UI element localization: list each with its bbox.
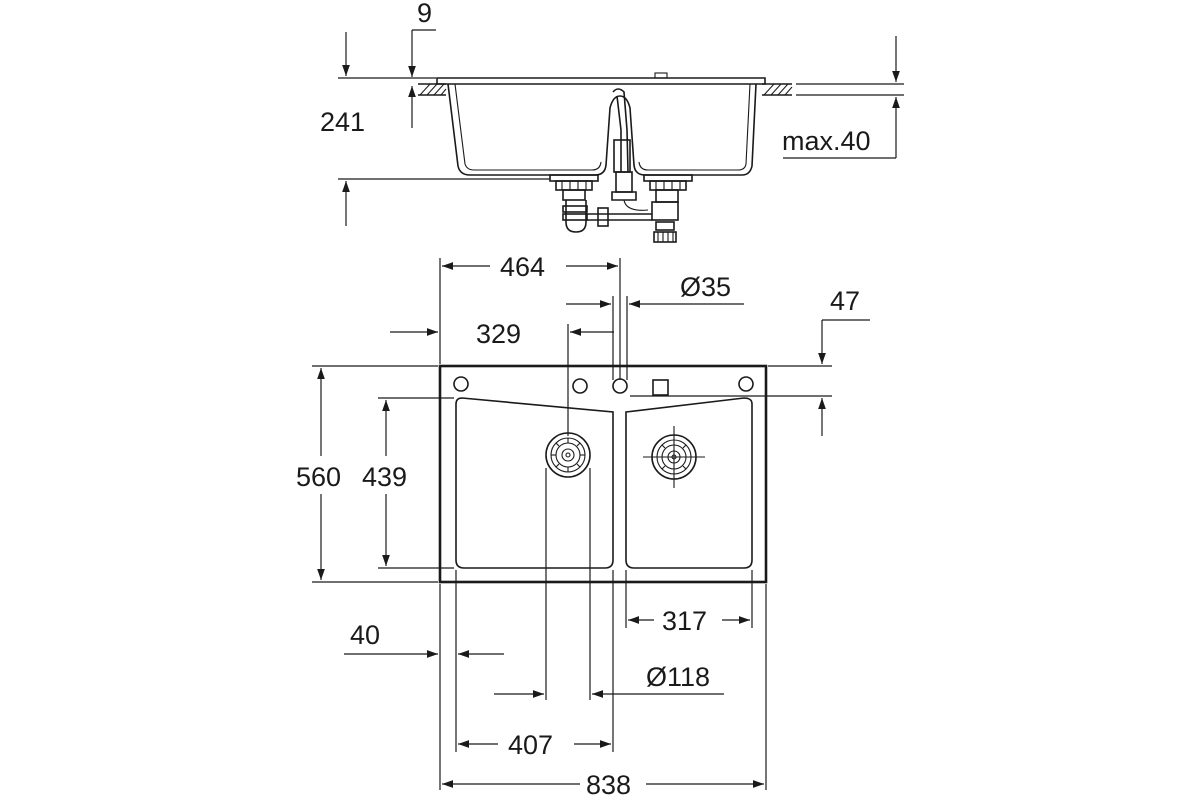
label-left-bowl-width: 407 [508, 730, 553, 760]
tap-hole-cap [654, 72, 668, 79]
right-drain-fitting [643, 174, 693, 243]
dimension-depth: 241 [320, 32, 550, 226]
connecting-pipe [586, 199, 652, 227]
sink-rim [436, 77, 766, 85]
dimension-rim-thickness: 9 [408, 0, 436, 128]
left-drain [545, 432, 591, 478]
bowls-profile [447, 83, 757, 176]
label-drain-offset: 329 [476, 319, 521, 349]
label-depth: 241 [320, 107, 365, 137]
dimension-tap-hole-edge: 47 [630, 286, 870, 436]
label-tap-hole-offset: 464 [500, 252, 545, 282]
label-right-bowl-width: 317 [662, 606, 707, 636]
left-drain-fitting [549, 174, 599, 233]
overflow-pipe [611, 88, 637, 201]
dimension-max-countertop: max.40 [782, 36, 904, 159]
label-overall-depth: 560 [296, 462, 341, 492]
right-bowl [625, 397, 753, 569]
label-edge-offset: 40 [350, 620, 380, 650]
label-overall-width: 838 [586, 770, 631, 800]
label-max-countertop: max.40 [782, 126, 871, 156]
label-bowl-depth: 439 [362, 462, 407, 492]
dimension-tap-hole-diameter: Ø35 [566, 272, 744, 380]
dimension-left-bowl-width: 407 [458, 570, 614, 760]
right-drain [643, 426, 705, 488]
label-rim-thickness: 9 [417, 0, 432, 28]
tap-hole-3 [738, 376, 754, 392]
overflow-button [652, 379, 669, 396]
left-bowl [455, 397, 614, 569]
dimension-drain-offset: 329 [390, 319, 614, 436]
label-tap-hole-edge: 47 [830, 286, 860, 316]
dimension-edge-offset: 40 [344, 570, 504, 790]
countertop-left-hatch [418, 83, 447, 96]
label-tap-hole-diameter: Ø35 [680, 272, 731, 302]
tap-hole-main [612, 378, 628, 394]
side-view [418, 72, 793, 243]
dimension-overall-depth: 560 [296, 365, 438, 583]
dimension-tap-hole-offset: 464 [439, 252, 621, 380]
sink-outer-frame [438, 364, 768, 584]
label-drain-diameter: Ø118 [646, 662, 710, 692]
dimension-drain-diameter: Ø118 [494, 468, 724, 700]
countertop-right-hatch [762, 83, 793, 96]
tap-hole-2 [572, 378, 588, 394]
dimension-overall-width: 838 [442, 584, 767, 800]
dimension-bowl-depth: 439 [362, 397, 454, 569]
tap-hole-1 [453, 376, 469, 392]
dimension-right-bowl-width: 317 [625, 570, 753, 636]
top-view [438, 364, 768, 584]
